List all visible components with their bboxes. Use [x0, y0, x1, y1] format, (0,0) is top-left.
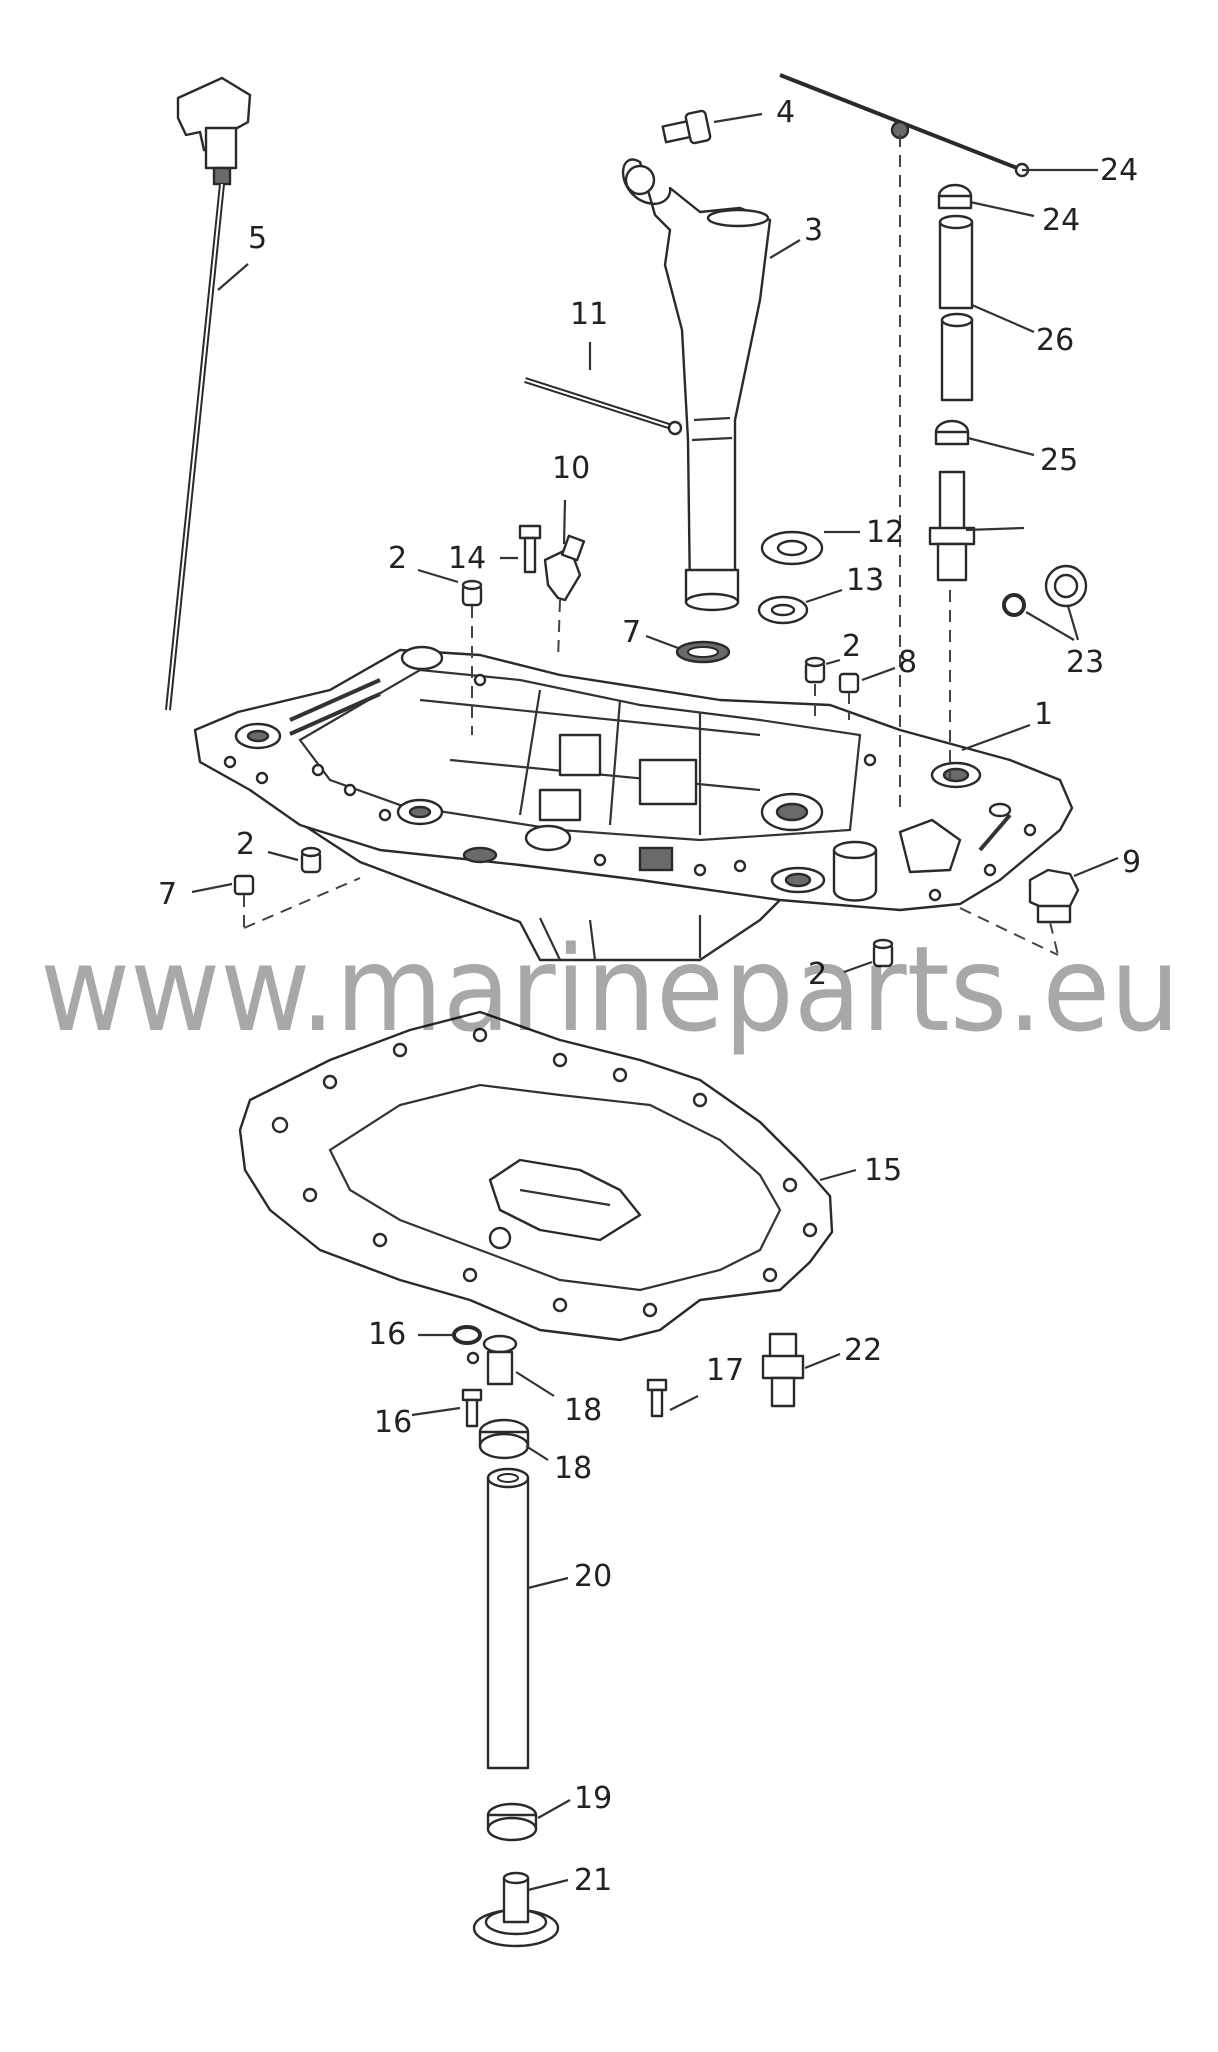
- part-1-adapter-plate: [193, 645, 1074, 962]
- callout-24-bottom: 25: [1040, 443, 1078, 478]
- callout-11: 12: [866, 515, 904, 550]
- callout-2-b: 2: [842, 629, 861, 664]
- callout-2-c: 2: [236, 827, 255, 862]
- callout-13: 14: [448, 541, 486, 576]
- callout-25: 26: [1036, 323, 1074, 358]
- part-24-clamp-bottom: [934, 419, 970, 446]
- callout-6: 4: [776, 95, 795, 130]
- callout-20: 21: [574, 1863, 612, 1898]
- part-23-cable: [779, 73, 1030, 178]
- callout-22: 23: [1066, 645, 1104, 680]
- callout-1: 1: [1034, 697, 1053, 732]
- callout-16-a: 16: [374, 1405, 412, 1440]
- callout-3: 3: [804, 213, 823, 248]
- watermark-text: www.marineparts.eu: [40, 920, 1180, 1058]
- part-25-hose: [938, 214, 974, 402]
- part-5-dipstick: [165, 76, 252, 711]
- callout-16-b: 17: [706, 1353, 744, 1388]
- part-2-pin-a: [461, 579, 483, 607]
- part-21-fitting: [761, 1332, 805, 1408]
- part-9-sensor: [543, 534, 586, 602]
- part-19-tube: [486, 1467, 530, 1770]
- callout-9: 10: [552, 451, 590, 486]
- part-16-screw-b: [646, 1378, 668, 1418]
- callout-24-top: 24: [1042, 203, 1080, 238]
- callout-12: 13: [846, 563, 884, 598]
- callout-18-top: 18: [554, 1451, 592, 1486]
- part-15-o-ring: [452, 1325, 482, 1345]
- part-10-rod: [524, 377, 683, 436]
- callout-23: 24: [1100, 153, 1138, 188]
- part-6-bolt: [661, 109, 712, 145]
- callout-labels: 4 24 24 3 5 26 11 25 10 12 14 2 13 7 2 2…: [158, 95, 1141, 1898]
- part-20-strainer: [472, 1871, 560, 1948]
- part-3-fill-tube: [621, 158, 772, 612]
- part-4-seal: [675, 640, 731, 664]
- callout-8: 9: [1122, 845, 1141, 880]
- callout-10: 11: [570, 297, 608, 332]
- part-18-clamp-top: [478, 1418, 530, 1460]
- callout-15: 16: [368, 1317, 406, 1352]
- part-2-pin-b: [804, 656, 826, 684]
- callout-19: 20: [574, 1559, 612, 1594]
- callout-7-a: 8: [898, 645, 917, 680]
- part-11-washer: [760, 530, 824, 566]
- callout-14: 15: [864, 1153, 902, 1188]
- part-7-plug-a: [838, 672, 860, 694]
- part-7-plug-b: [233, 874, 255, 896]
- alignment-lines: [243, 135, 1059, 956]
- part-22-plug: [1002, 564, 1088, 617]
- part-16-screw-a: [461, 1388, 483, 1428]
- part-24-clamp-top: [937, 183, 973, 210]
- part-14-gasket: [238, 1010, 834, 1342]
- part-13-bolt: [518, 524, 542, 574]
- callout-17: 18: [564, 1393, 602, 1428]
- part-26-fitting: [928, 470, 976, 582]
- callout-5: 5: [248, 221, 267, 256]
- callout-18-bottom: 19: [574, 1781, 612, 1816]
- part-18-clamp-bottom: [486, 1802, 538, 1842]
- callout-7-b: 7: [158, 877, 177, 912]
- part-2-pin-d: [872, 938, 894, 968]
- part-8-drain-plug: [1028, 868, 1080, 924]
- callout-2-d: 2: [808, 957, 827, 992]
- part-2-pin-c: [300, 846, 322, 874]
- part-12-grommet: [757, 595, 809, 625]
- callout-21: 22: [844, 1333, 882, 1368]
- callout-2-a: 2: [388, 541, 407, 576]
- leader-lines: [191, 112, 1119, 1892]
- part-17-fitting: [466, 1334, 518, 1386]
- callout-4: 7: [622, 615, 641, 650]
